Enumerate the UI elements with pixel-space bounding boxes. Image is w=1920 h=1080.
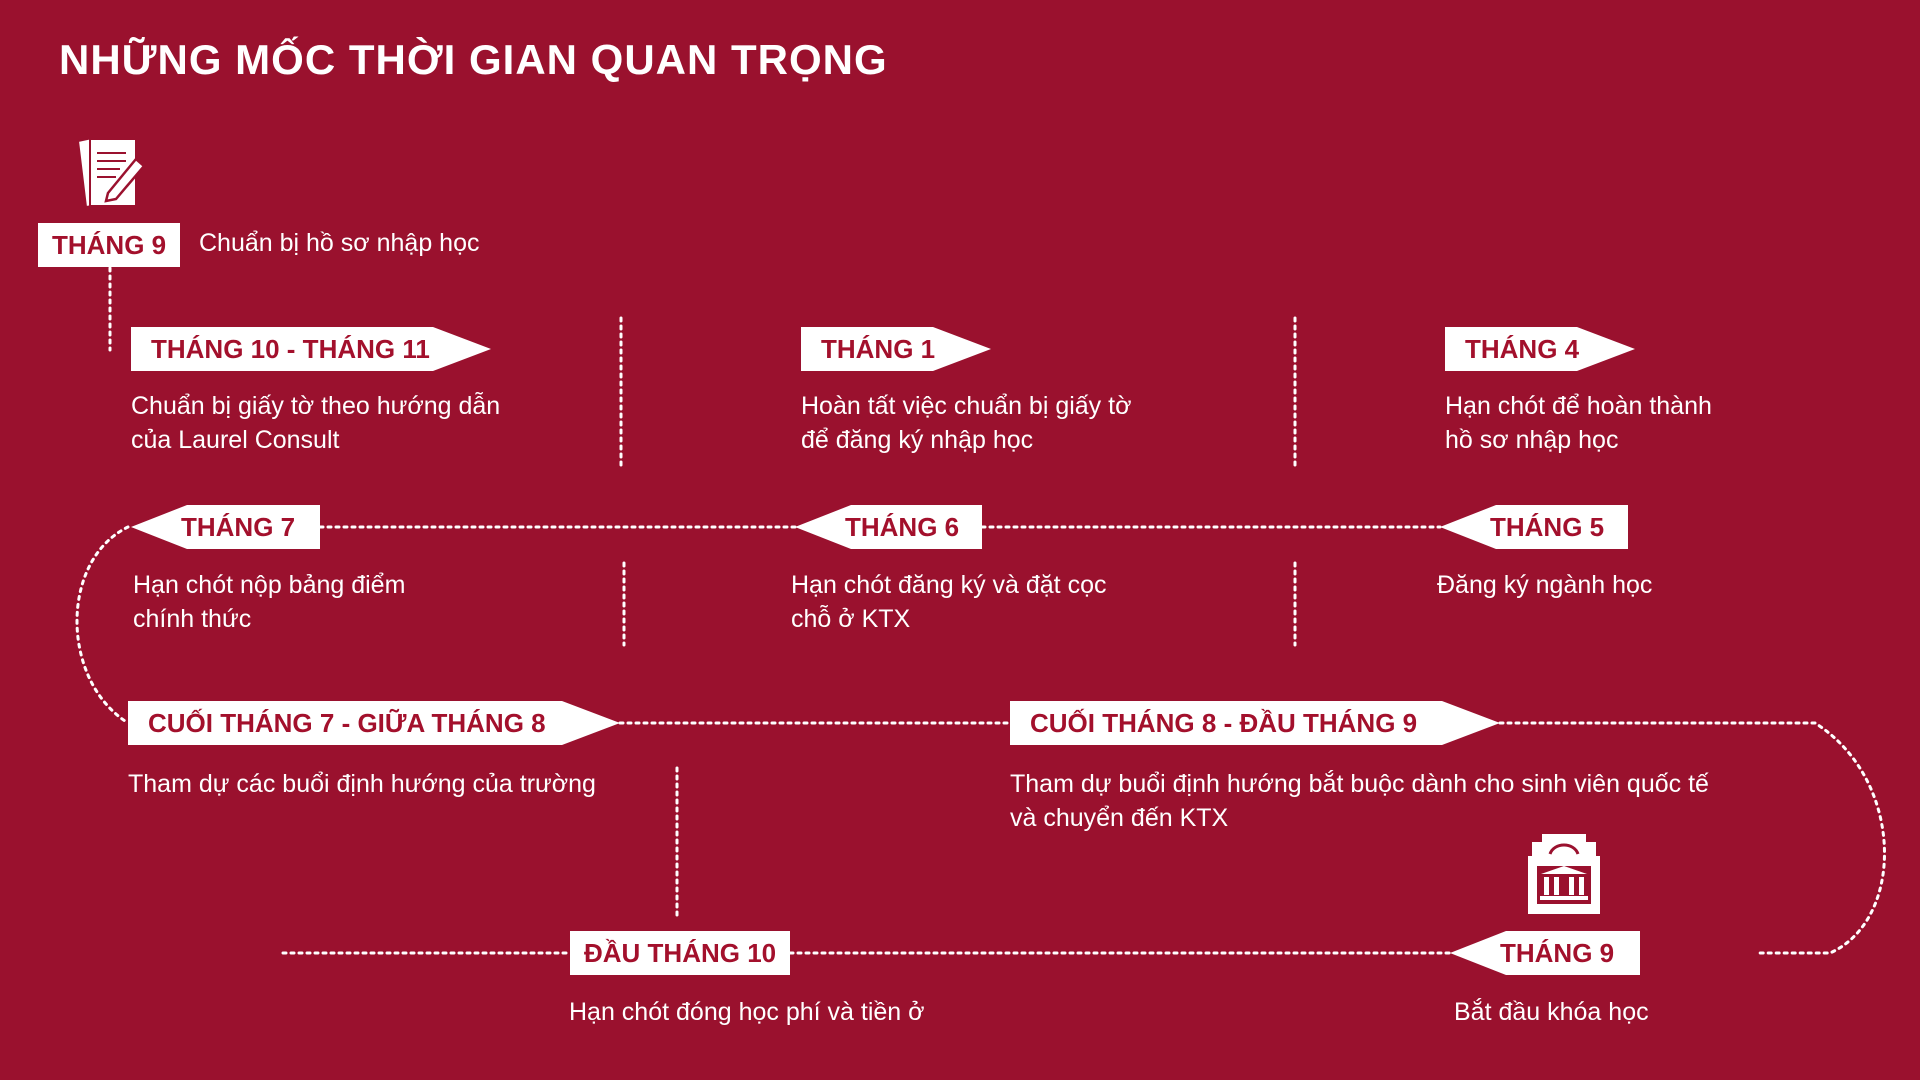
milestone-line: Chuẩn bị hồ sơ nhập học (199, 229, 480, 257)
milestone-description: Chuẩn bị hồ sơ nhập học (199, 226, 479, 260)
milestone-line: Tham dự buổi định hướng bắt buộc dành ch… (1010, 770, 1709, 798)
milestone-label: CUỐI THÁNG 8 - ĐẦU THÁNG 9 (1010, 701, 1500, 745)
milestone-line: Hoàn tất việc chuẩn bị giấy tờ (801, 392, 1132, 420)
milestone-line: hồ sơ nhập học (1445, 426, 1619, 454)
milestone-line: Hạn chót nộp bảng điểm (133, 571, 406, 599)
milestone-description: Chuẩn bị giấy tờ theo hướng dẫn của Laur… (131, 389, 500, 457)
milestone-line: chính thức (133, 605, 252, 633)
connector-curve (1498, 721, 1886, 955)
milestone-line: và chuyển đến KTX (1010, 804, 1229, 832)
milestone-description: Tham dự các buổi định hướng của trường (128, 767, 596, 801)
university-building-icon (1528, 834, 1600, 914)
milestone-label: THÁNG 10 - THÁNG 11 (131, 327, 491, 371)
milestone-line: Hạn chót đóng học phí và tiền ở (569, 998, 925, 1026)
milestone-description: Hạn chót đăng ký và đặt cọc chỗ ở KTX (791, 568, 1106, 636)
connector-curve (75, 525, 130, 725)
milestone-label: THÁNG 9 (38, 223, 181, 267)
milestone-description: Tham dự buổi định hướng bắt buộc dành ch… (1010, 767, 1709, 835)
milestone-description: Hạn chót nộp bảng điểm chính thức (133, 568, 405, 636)
milestone-label: ĐẦU THÁNG 10 (570, 931, 790, 975)
milestone-line: Chuẩn bị giấy tờ theo hướng dẫn (131, 392, 501, 420)
milestone-line: để đăng ký nhập học (801, 426, 1034, 454)
milestone-label: CUỐI THÁNG 7 - GIỮA THÁNG 8 (128, 701, 620, 745)
document-pen-icon (76, 136, 146, 209)
milestone-line: Bắt đầu khóa học (1454, 998, 1649, 1026)
milestone-description: Bắt đầu khóa học (1454, 995, 1649, 1029)
milestone-line: Tham dự các buổi định hướng của trường (128, 770, 596, 798)
milestone-description: Đăng ký ngành học (1437, 568, 1652, 602)
page-title: NHỮNG MỐC THỜI GIAN QUAN TRỌNG (59, 36, 888, 83)
milestone-description: Hạn chót để hoàn thành hồ sơ nhập học (1445, 389, 1712, 457)
milestone-line: Hạn chót để hoàn thành (1445, 392, 1712, 420)
milestone-description: Hoàn tất việc chuẩn bị giấy tờ để đăng k… (801, 389, 1131, 457)
milestone-line: Đăng ký ngành học (1437, 571, 1653, 599)
milestone-line: chỗ ở KTX (791, 605, 911, 633)
milestone-line: của Laurel Consult (131, 426, 340, 454)
milestone-line: Hạn chót đăng ký và đặt cọc (791, 571, 1107, 599)
milestone-description: Hạn chót đóng học phí và tiền ở (569, 995, 925, 1029)
